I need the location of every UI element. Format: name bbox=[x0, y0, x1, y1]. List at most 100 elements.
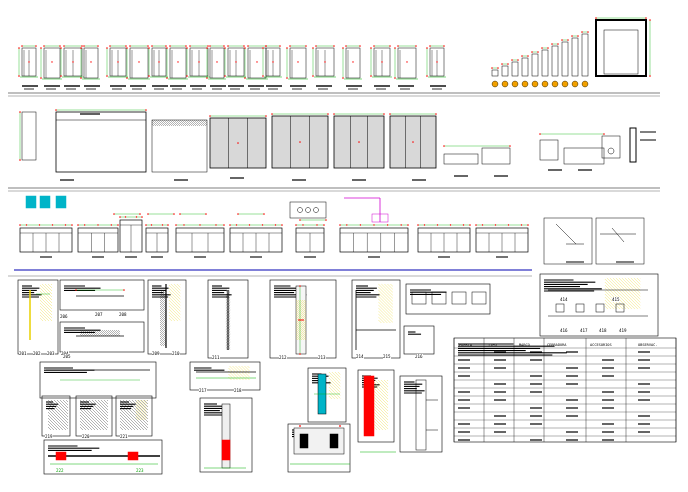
hatch bbox=[87, 329, 95, 337]
wall-elevation bbox=[55, 111, 147, 173]
dim-marker bbox=[166, 77, 168, 79]
hatch bbox=[91, 399, 109, 417]
door-elevation bbox=[511, 61, 519, 77]
hatch bbox=[226, 289, 231, 294]
dim-marker bbox=[206, 77, 208, 79]
dim-marker bbox=[262, 47, 264, 49]
hatch bbox=[151, 119, 159, 127]
door-elevation bbox=[501, 65, 509, 77]
dim-marker bbox=[400, 224, 402, 226]
dim-marker bbox=[19, 224, 21, 226]
hatch bbox=[159, 305, 167, 313]
hatch bbox=[606, 277, 639, 310]
hatch bbox=[185, 119, 193, 127]
dim-marker bbox=[436, 224, 439, 226]
hatch bbox=[228, 289, 231, 292]
hatch bbox=[100, 399, 109, 408]
hatch bbox=[378, 298, 393, 314]
detail-label: 219 bbox=[45, 434, 53, 439]
dim-marker bbox=[263, 213, 265, 215]
profile-section bbox=[411, 291, 427, 305]
dim-marker bbox=[537, 51, 539, 53]
dim-marker bbox=[227, 45, 229, 47]
hatch bbox=[609, 277, 641, 309]
hatch bbox=[50, 283, 53, 286]
hatch bbox=[159, 343, 163, 347]
hatch bbox=[173, 283, 181, 291]
hatch bbox=[39, 314, 47, 322]
hatch bbox=[39, 296, 53, 310]
detail-label: 218 bbox=[234, 388, 242, 393]
hatch bbox=[47, 423, 55, 431]
door-handle bbox=[138, 61, 140, 63]
hatch bbox=[113, 329, 121, 337]
dim-marker bbox=[501, 63, 503, 65]
hatch bbox=[378, 313, 388, 324]
dim-marker bbox=[265, 115, 267, 117]
detail-label: 210 bbox=[172, 351, 180, 356]
door-elevation bbox=[169, 47, 187, 79]
hatch bbox=[119, 411, 139, 431]
reference-bubble bbox=[501, 80, 509, 88]
door-elevation bbox=[541, 49, 549, 77]
sanitary-fixture bbox=[55, 195, 67, 209]
door-handle bbox=[297, 61, 299, 63]
hatch bbox=[176, 283, 181, 288]
hatch bbox=[47, 411, 67, 431]
hatch bbox=[168, 293, 181, 306]
hatch bbox=[295, 309, 307, 321]
hatch bbox=[168, 317, 173, 322]
hatch bbox=[225, 329, 231, 334]
dim-marker bbox=[557, 43, 559, 45]
dim-marker bbox=[129, 45, 131, 47]
profile bbox=[329, 433, 339, 449]
hatch bbox=[47, 420, 58, 431]
hatch bbox=[79, 331, 85, 337]
detail-label: 417 bbox=[580, 328, 588, 333]
hatch bbox=[168, 284, 181, 297]
dim-marker bbox=[83, 45, 85, 47]
dim-marker bbox=[18, 47, 20, 49]
detail-label: 206 bbox=[60, 314, 68, 319]
hatch bbox=[390, 283, 393, 287]
hatch bbox=[103, 399, 109, 405]
hatch bbox=[328, 374, 341, 387]
dim-marker bbox=[577, 35, 579, 37]
dim-marker bbox=[80, 47, 82, 49]
hatch bbox=[301, 299, 307, 305]
door-elevation bbox=[491, 69, 499, 77]
fixing bbox=[221, 439, 231, 461]
dim-marker bbox=[443, 145, 445, 147]
hatch bbox=[79, 414, 96, 431]
dim-marker bbox=[295, 224, 297, 226]
hatch bbox=[79, 402, 108, 431]
hatch bbox=[47, 399, 69, 421]
dim-marker bbox=[38, 224, 41, 226]
door-handle bbox=[352, 61, 354, 63]
hatch bbox=[168, 296, 181, 309]
hatch bbox=[295, 315, 307, 327]
hatch bbox=[159, 313, 167, 321]
hatch bbox=[295, 305, 307, 317]
detail-frame bbox=[307, 367, 347, 423]
hatch bbox=[159, 307, 167, 315]
hatch bbox=[378, 289, 393, 305]
hatch bbox=[131, 399, 149, 417]
hatch bbox=[155, 119, 163, 127]
detail-label: 207 bbox=[95, 312, 103, 317]
hatch bbox=[225, 324, 231, 329]
hatch bbox=[604, 299, 615, 310]
hatch bbox=[159, 315, 167, 323]
door-elevation bbox=[571, 37, 579, 77]
hatch bbox=[159, 341, 165, 347]
dim-marker bbox=[302, 224, 304, 226]
door-elevation bbox=[129, 47, 149, 79]
dim-marker bbox=[150, 224, 153, 226]
hatch bbox=[91, 329, 99, 337]
hatch bbox=[295, 319, 307, 331]
hatch bbox=[168, 287, 181, 300]
hatch bbox=[159, 333, 167, 341]
hatch bbox=[295, 299, 307, 311]
dim-marker bbox=[145, 224, 147, 226]
